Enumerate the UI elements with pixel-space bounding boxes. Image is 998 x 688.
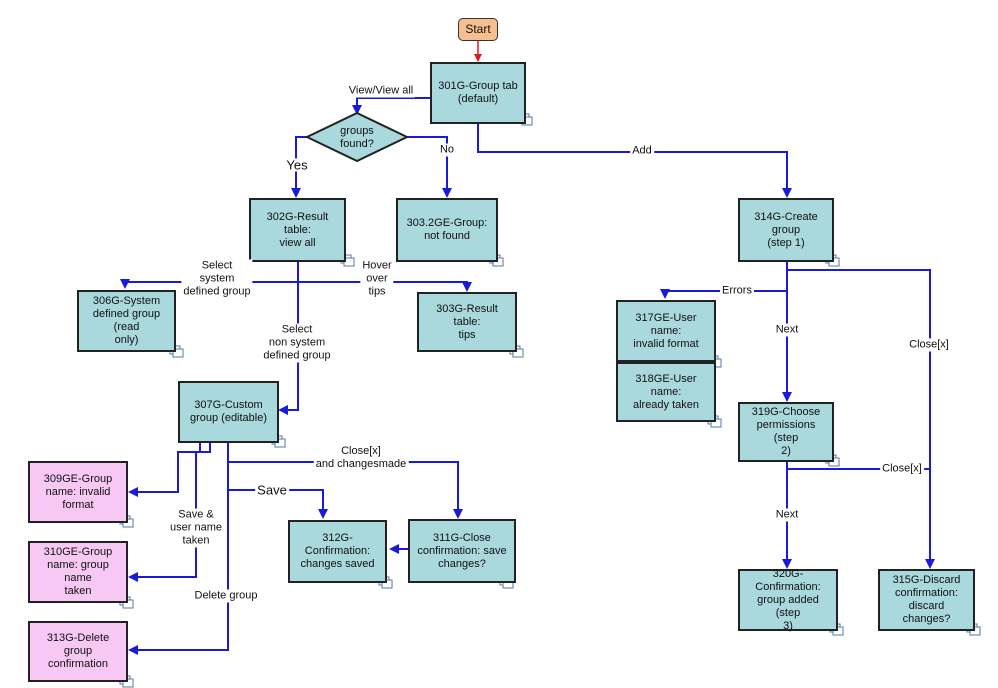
node-3032-group-not-found: 303.2GE-Group: not found (396, 198, 498, 262)
node-318-user-taken: 318GE-User name: already taken (616, 362, 716, 422)
label-select-system: Select system defined group (181, 259, 253, 299)
node-312-changes-saved: 312G- Confirmation: changes saved (288, 520, 387, 583)
label-save-taken: Save & user name taken (168, 508, 224, 548)
node-314-create-group: 314G-Create group (step 1) (738, 198, 834, 262)
connector-314-317 (786, 262, 935, 569)
label-hover-tips: Hover over tips (360, 259, 394, 299)
label-delete-group: Delete group (192, 589, 260, 603)
node-309-group-invalid: 309GE-Group name: invalid format (28, 461, 128, 523)
start-node: Start (458, 18, 498, 41)
label-save: Save (255, 482, 289, 498)
connector-307-311 (228, 461, 463, 519)
connector-decision-302 (291, 136, 307, 198)
node-303-result-tips: 303G-Result table: tips (417, 292, 517, 352)
label-close-changes: Close[x] and changesmade (313, 445, 409, 471)
connector-301-314 (477, 124, 792, 198)
decision-label: groups found? (340, 125, 374, 150)
label-add: Add (630, 144, 654, 158)
connector-307-309 (128, 443, 201, 497)
label-no: No (437, 143, 457, 157)
node-317-user-invalid: 317GE-User name: invalid format (616, 300, 716, 362)
label-next-1: Next (773, 323, 801, 337)
label-next-2: Next (773, 508, 801, 522)
connector-307-310 (128, 443, 211, 582)
node-320-group-added: 320G-Confirmation: group added (step 3) (738, 568, 838, 632)
label-close-2: Close[x] (880, 462, 924, 476)
node-302-result-table: 302G-Result table: view all (249, 198, 346, 262)
label-yes: Yes (284, 157, 310, 173)
label-close-1: Close[x] (907, 338, 951, 352)
connector-302-303 (298, 281, 472, 292)
connector-301-decision (352, 97, 430, 115)
node-306-system-group: 306G-System defined group (read only) (77, 290, 176, 352)
connector-307-313 (128, 443, 229, 655)
node-313-delete-confirm: 313G-Delete group confirmation (28, 621, 128, 682)
node-315-discard-confirm: 315G-Discard confirmation: discard chang… (878, 569, 975, 631)
label-errors: Errors (720, 284, 754, 298)
node-301-group-tab: 301G-Group tab (default) (430, 62, 526, 124)
node-310-group-taken: 310GE-Group name: group name taken (28, 541, 128, 603)
connector-302-307 (278, 262, 299, 415)
node-319-choose-permissions: 319G-Choose permissions (step 2) (738, 402, 834, 462)
connector-decision-3032 (407, 136, 452, 198)
node-311-close-confirm: 311G-Close confirmation: save changes? (408, 519, 516, 583)
node-307-custom-group: 307G-Custom group (editable) (178, 381, 279, 443)
label-select-non-system: Select non system defined group (261, 323, 333, 363)
decision-diamond (304, 111, 410, 163)
label-view-all: View/View all (346, 84, 416, 98)
